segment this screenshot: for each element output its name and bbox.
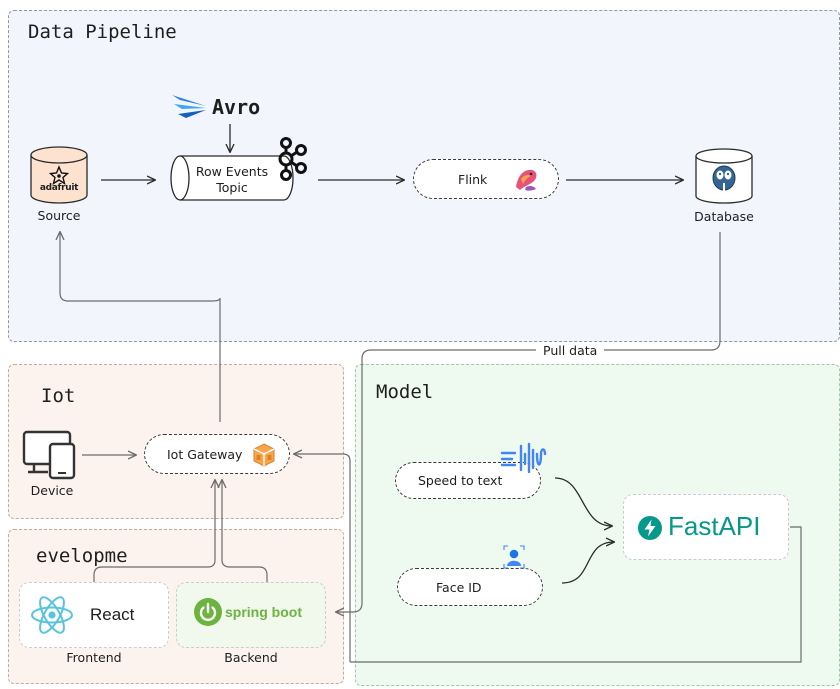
pull-data-label: Pull data — [536, 343, 605, 358]
speech-wave-icon — [500, 442, 547, 474]
aws-iot-icon — [253, 443, 275, 467]
flink-node[interactable]: Flink — [413, 159, 559, 199]
topic-label-line2: Topic — [216, 180, 248, 195]
edge-gateway-source — [60, 232, 221, 422]
iot-gateway-node[interactable]: Iot Gateway — [144, 434, 290, 474]
react-icon — [31, 596, 73, 634]
pipeline-title: Data Pipeline — [28, 21, 177, 43]
face-id-icon — [503, 545, 525, 569]
edge-fastapi-backend — [350, 526, 802, 663]
flink-icon — [516, 169, 537, 191]
edge-frontend-gateway — [93, 480, 215, 582]
device-icon[interactable] — [22, 430, 76, 480]
topic-label-line1: Row Events — [195, 164, 269, 179]
device-label: Device — [30, 483, 74, 498]
speed-to-text-label: Speed to text — [418, 473, 503, 488]
iot-gateway-label: Iot Gateway — [167, 446, 243, 462]
adafruit-icon — [48, 165, 70, 186]
fastapi-text: FastAPI — [668, 511, 761, 541]
edge-faceid-fastapi — [561, 542, 614, 584]
development-title: evelopme — [36, 545, 128, 567]
backend-label: Backend — [224, 650, 278, 665]
backend-card[interactable]: spring boot — [176, 582, 326, 648]
kafka-icon — [278, 137, 307, 181]
edge-backend-gateway — [222, 480, 268, 582]
model-title: Model — [376, 381, 434, 403]
source-label: Source — [37, 208, 81, 223]
topic-cylinder[interactable] — [169, 154, 295, 204]
face-id-label: Face ID — [436, 579, 482, 595]
avro-icon — [172, 95, 206, 118]
frontend-label: Frontend — [66, 650, 122, 665]
react-text: React — [90, 605, 135, 624]
edge-backend-gateway-side — [294, 454, 351, 662]
face-id-node[interactable]: Face ID — [397, 568, 543, 606]
speed-to-text-node[interactable]: Speed to text — [395, 462, 541, 499]
spring-boot-text: spring boot — [225, 604, 302, 620]
edge-speed-fastapi — [554, 477, 612, 526]
fastapi-icon — [638, 516, 662, 540]
avro-label: Avro — [212, 95, 261, 119]
postgresql-icon — [712, 165, 736, 192]
topic-label: Row Events Topic — [190, 164, 274, 196]
database-cylinder[interactable] — [694, 147, 754, 205]
frontend-card[interactable]: React — [19, 582, 169, 648]
iot-title: Iot — [41, 385, 76, 407]
database-label: Database — [694, 209, 754, 224]
fastapi-card[interactable]: FastAPI — [623, 494, 789, 560]
adafruit-logo-text: adafruit — [39, 183, 79, 193]
source-cylinder[interactable] — [29, 145, 89, 205]
flink-label: Flink — [458, 171, 488, 187]
spring-boot-icon — [194, 598, 222, 626]
edge-database-pull — [336, 232, 721, 612]
